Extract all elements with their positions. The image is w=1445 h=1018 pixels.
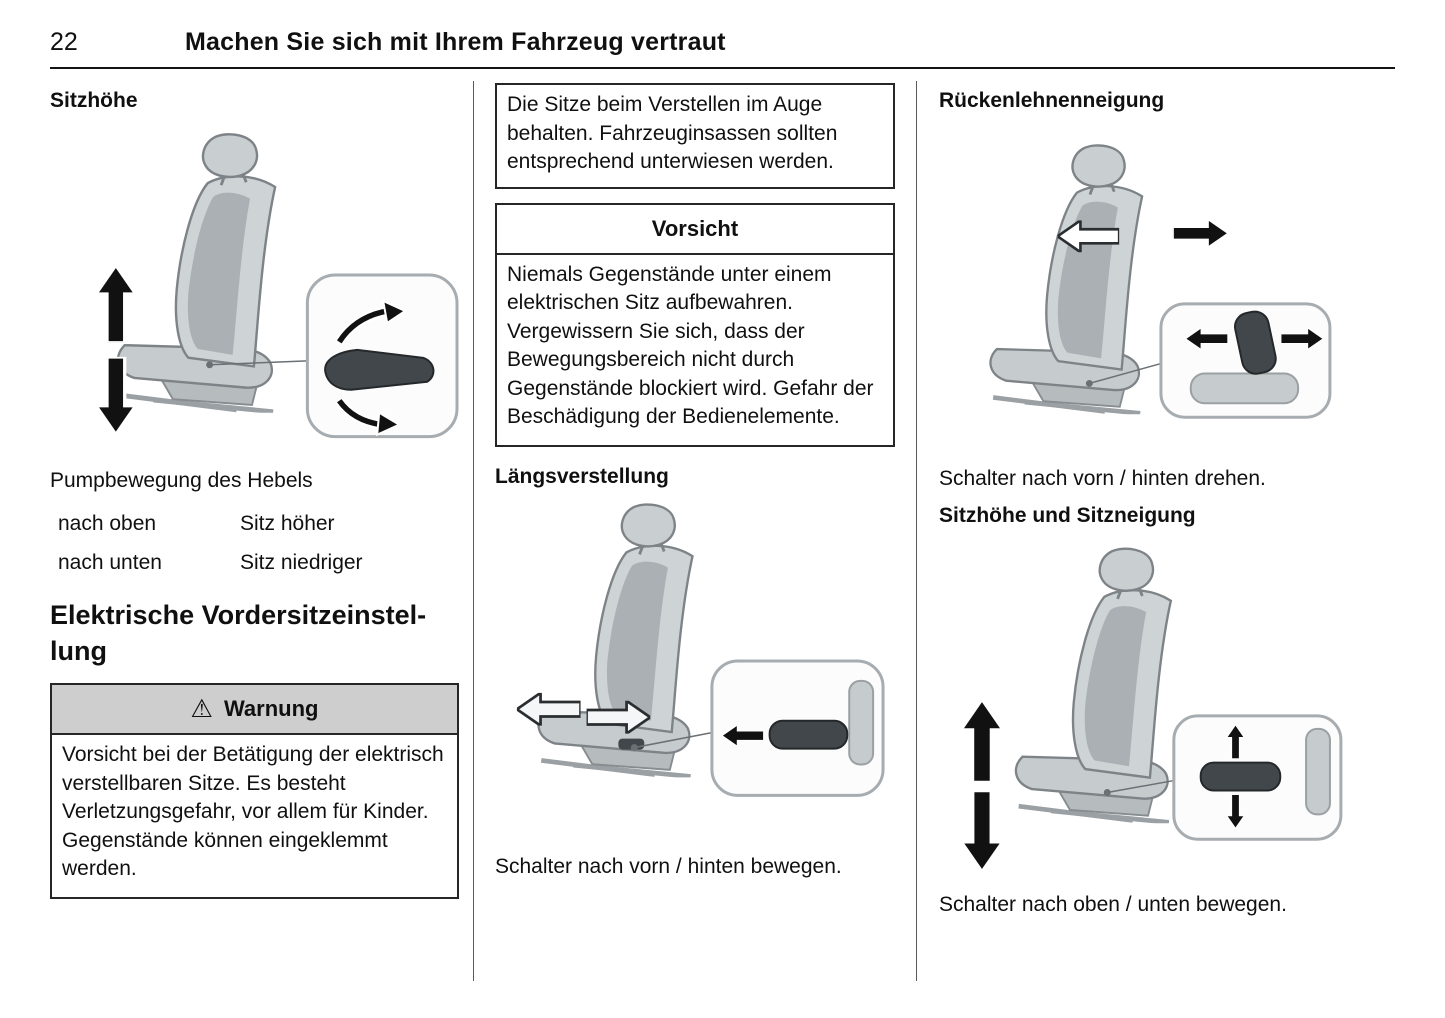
longitudinal-figure <box>495 493 895 833</box>
height-tilt-figure <box>939 532 1395 875</box>
content-columns: Sitzhöhe Pumpbewe <box>50 81 1395 981</box>
table-cell-action: nach oben <box>58 512 157 535</box>
warning-box-title: Warnung <box>223 696 319 721</box>
caution-box-body: Niemals Gegenstände unter einem elektris… <box>507 262 874 429</box>
seat-height-figure <box>50 117 459 457</box>
seat-up-arrow-icon <box>95 265 136 343</box>
warning-icon: ⚠ <box>190 694 213 723</box>
heading-longitudinal: Längsverstellung <box>495 464 669 488</box>
table-row: nach unten Sitz niedriger <box>58 551 459 575</box>
height-lever <box>324 348 435 391</box>
caution-box-title: Vorsicht <box>497 205 893 255</box>
page-number: 22 <box>50 28 78 56</box>
lever-table: nach oben Sitz höher nach unten Sitz nie… <box>58 512 459 575</box>
backrest-caption: Schalter nach vorn / hinten drehen. <box>939 467 1266 490</box>
lever-down-arrow-icon <box>376 411 402 437</box>
seat-height-illustration <box>95 117 459 439</box>
column-middle: Die Sitze beim Verstellen im Auge behalt… <box>473 81 917 981</box>
page-title: Machen Sie sich mit Ihrem Fahrzeug vertr… <box>185 28 726 56</box>
column-left: Sitzhöhe Pumpbewe <box>50 81 473 981</box>
backrest-switch <box>1234 310 1277 375</box>
height-tilt-caption: Schalter nach oben / unten bewegen. <box>939 893 1287 916</box>
seat-up-arrow-icon <box>960 699 1004 783</box>
car-seat-graphic <box>1016 549 1171 823</box>
backrest-figure <box>939 117 1395 455</box>
inset-backrest-graphic <box>848 679 875 765</box>
seat-down-arrow-icon <box>960 790 1004 873</box>
lever-up-arrow-icon <box>381 299 408 325</box>
car-seat-graphic <box>539 504 693 776</box>
table-cell-action: nach unten <box>58 551 162 574</box>
inset-backrest-graphic <box>1305 727 1331 816</box>
warning-box-header: ⚠ Warnung <box>52 685 457 735</box>
warning-box-body: Vorsicht bei der Betätigung der elektris… <box>62 743 444 880</box>
longitudinal-switch <box>768 719 849 750</box>
backrest-backward-arrow-icon <box>1172 218 1229 249</box>
heading-power-seats: Elektrische Vordersitzeinstel­lung <box>50 600 427 666</box>
height-tilt-illustration <box>960 532 1343 873</box>
longitudinal-illustration <box>516 493 885 797</box>
heading-seat-height: Sitzhöhe <box>50 89 138 112</box>
table-row: nach oben Sitz höher <box>58 512 459 536</box>
car-seat-graphic <box>118 134 275 411</box>
lever-caption: Pumpbewegung des Hebels <box>50 469 313 492</box>
warning-box: ⚠ Warnung Vorsicht bei der Betätigung de… <box>50 683 459 899</box>
height-tilt-switch <box>1199 761 1282 792</box>
caution-box: Vorsicht Niemals Gegenstände unter einem… <box>495 202 895 447</box>
heading-height-tilt: Sitzhöhe und Sitzneigung <box>939 504 1196 527</box>
car-seat-graphic <box>990 145 1142 413</box>
page-header: 22 Machen Sie sich mit Ihrem Fahrzeug ve… <box>50 16 1395 69</box>
backrest-illustration <box>939 117 1332 419</box>
longitudinal-caption: Schalter nach vorn / hinten bewegen. <box>495 854 842 878</box>
inset-base-graphic <box>1189 372 1300 405</box>
column-right: Rückenlehnenneigung Schalter nach vorn /… <box>917 81 1395 981</box>
note-box: Die Sitze beim Verstellen im Auge behalt… <box>495 83 895 189</box>
heading-backrest: Rückenlehnenneigung <box>939 89 1165 112</box>
table-cell-result: Sitz niedriger <box>240 551 363 574</box>
table-cell-result: Sitz höher <box>240 512 335 535</box>
